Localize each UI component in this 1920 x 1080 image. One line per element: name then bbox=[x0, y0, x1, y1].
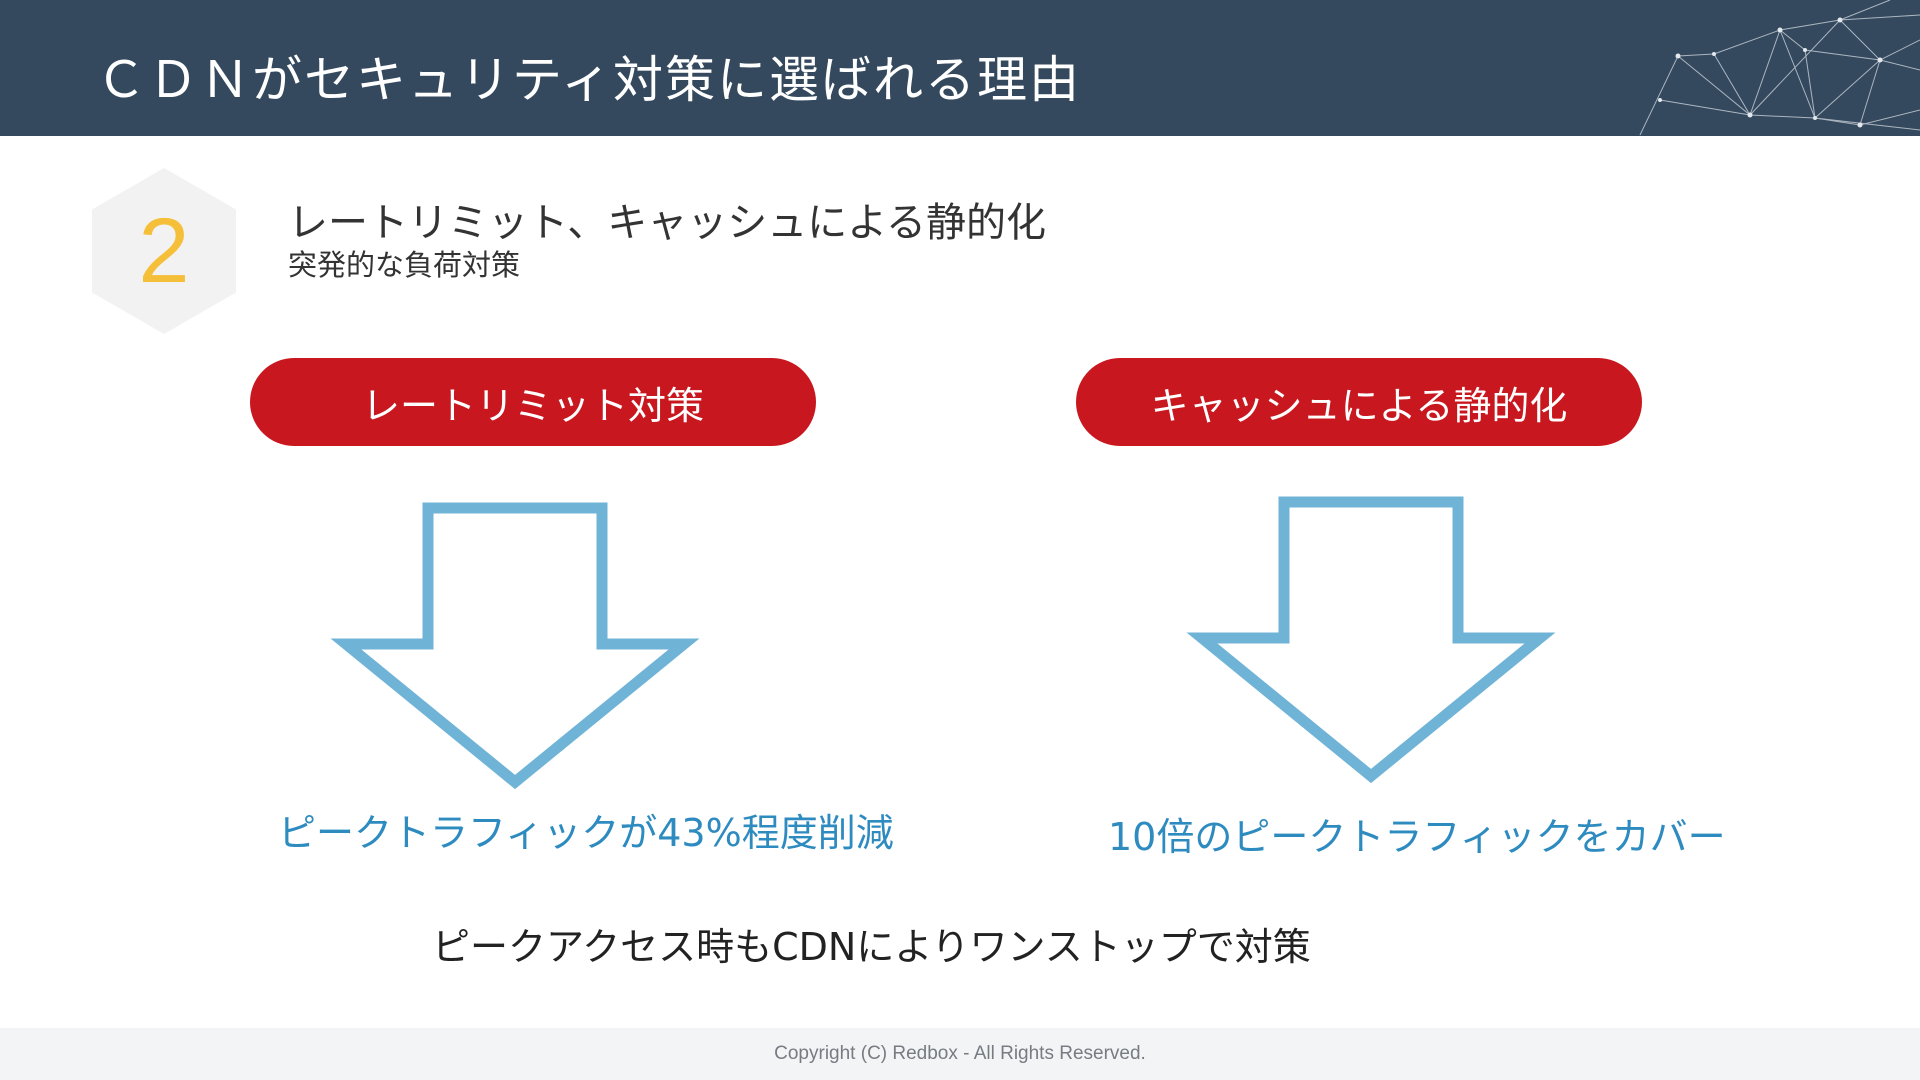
down-arrow-icon bbox=[330, 502, 700, 790]
conclusion-text: ピークアクセス時もCDNによりワンストップで対策 bbox=[432, 925, 1311, 969]
section-subtitle: 突発的な負荷対策 bbox=[288, 248, 521, 282]
hexagon-badge bbox=[92, 168, 236, 334]
footer: Copyright (C) Redbox - All Rights Reserv… bbox=[0, 1028, 1920, 1080]
cache-result: 10倍のピークトラフィックをカバー bbox=[1108, 815, 1726, 859]
section-title: レートリミット、キャッシュによる静的化 bbox=[288, 200, 1046, 246]
section-number: 2 bbox=[138, 199, 190, 302]
cache-label: キャッシュによる静的化 bbox=[1076, 358, 1642, 446]
header-bar: ＣＤＮがセキュリティ対策に選ばれる理由 bbox=[0, 0, 1920, 136]
down-arrow-icon bbox=[1186, 496, 1556, 784]
rate-limit-result: ピークトラフィックが43%程度削減 bbox=[278, 811, 894, 855]
copyright-text: Copyright (C) Redbox - All Rights Reserv… bbox=[774, 1043, 1146, 1064]
rate-limit-label: レートリミット対策 bbox=[250, 358, 816, 446]
page-title: ＣＤＮがセキュリティ対策に選ばれる理由 bbox=[96, 51, 1081, 109]
network-graphic-icon bbox=[1639, 0, 1920, 136]
